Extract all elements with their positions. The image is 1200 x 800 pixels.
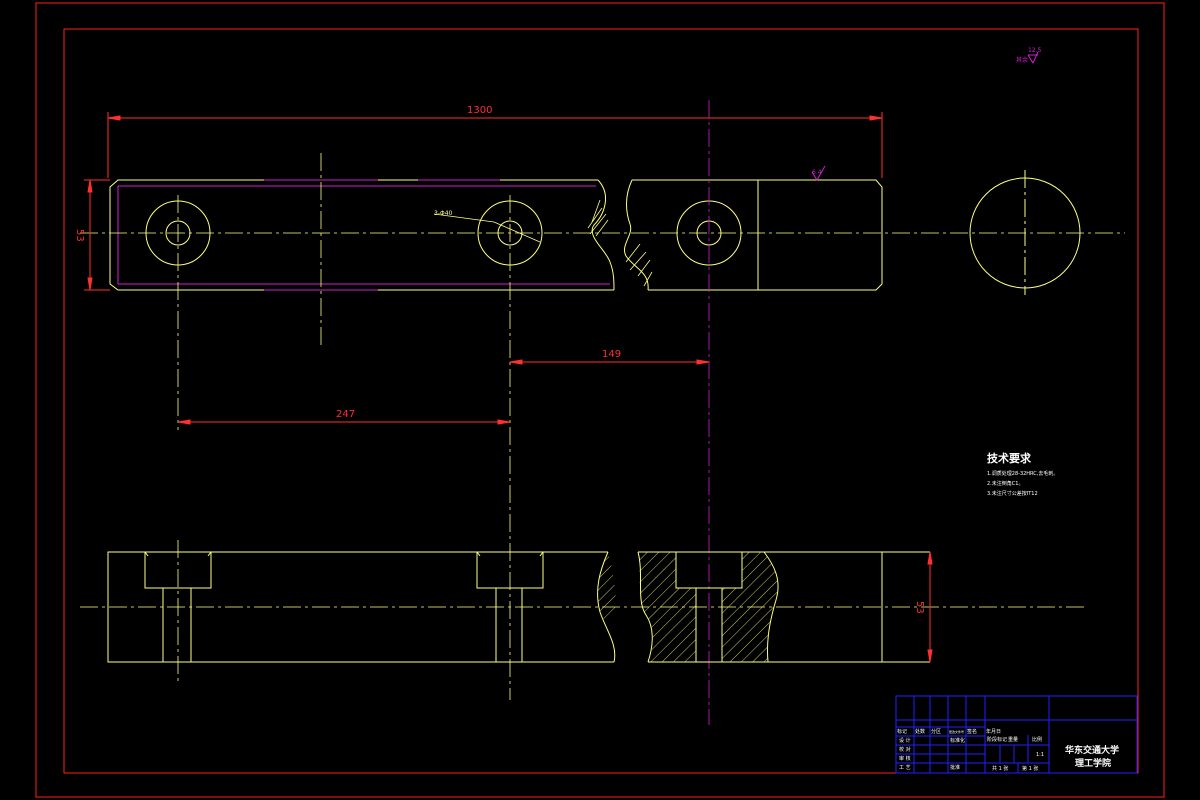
surface-roughness-value: 6.4 [812,169,822,176]
dimension-height-left [84,179,110,291]
side-view [969,170,1081,295]
surface-roughness-symbol: 6.4 [811,165,826,181]
tb-sheets-total: 共 1 张 [992,765,1008,772]
tb-stage-2: 比例 [1032,736,1042,743]
dimension-height-right-value: 53 [914,601,925,614]
tb-sheets-current: 第 1 张 [1022,765,1038,772]
tb-stage-0: 阶段标记 [987,736,1007,743]
hole-leader [433,213,541,243]
top-centerlines [80,153,1125,700]
tech-req-title: 技术要求 [987,451,1032,465]
dimension-height-right [927,551,933,663]
tb-school-line2: 理工学院 [1075,757,1111,769]
top-view [109,179,883,291]
tb-approve: 批准 [950,764,960,771]
tech-req-item-1: 1.调质处理28-32HRC,去毛刺。 [987,470,1058,477]
tb-header-0: 标记 [897,728,907,735]
tb-row-design: 设 计 [899,737,911,744]
chamfer-lines [117,179,610,291]
corner-roughness-other: 其余 [1016,56,1028,64]
front-centerlines [80,540,1088,685]
corner-roughness-symbol: 其余 12.5 [1016,47,1042,65]
inner-border [63,28,1139,774]
section-hatch-break [597,552,616,620]
dimension-spacing-right [509,359,710,365]
dimension-spacing-left-value: 247 [336,409,355,420]
tb-row-review: 审 核 [899,755,911,762]
tb-scale: 1:1 [1036,752,1044,758]
tb-row-check: 校 对 [899,746,911,753]
front-view [107,551,930,663]
tb-header-3: 更改文件号 [949,729,964,734]
tb-row-process: 工 艺 [899,765,911,771]
tech-req-item-2: 2.未注倒角C1。 [987,480,1023,487]
tb-header-2: 分区 [931,728,941,735]
tb-stage-1: 重量 [1008,736,1018,743]
outer-border [35,2,1165,798]
tb-header-5: 年月日 [986,728,1001,735]
hole-leader-note: 3-Φ40 [434,210,453,217]
tech-req-item-3: 3.未注尺寸公差按IT12 [987,490,1038,497]
dimension-overall-length: 1300 [467,105,492,116]
title-block [895,695,1138,774]
dimension-spacing-right-value: 149 [602,349,621,360]
tb-standardization: 标准化 [950,737,965,744]
title-block-text: 标记 处数 分区 更改文件号 签名 年月日 设 计 校 对 审 核 工 艺 标准… [897,728,1119,772]
dimension-height-left-value: 53 [74,229,85,242]
tb-header-4: 签名 [967,728,977,735]
dimension-spacing-left [177,419,511,425]
tb-school-line1: 华东交通大学 [1065,744,1119,756]
corner-roughness-value: 12.5 [1028,47,1042,54]
tb-header-1: 处数 [915,728,925,735]
dimension-overall [107,112,883,178]
